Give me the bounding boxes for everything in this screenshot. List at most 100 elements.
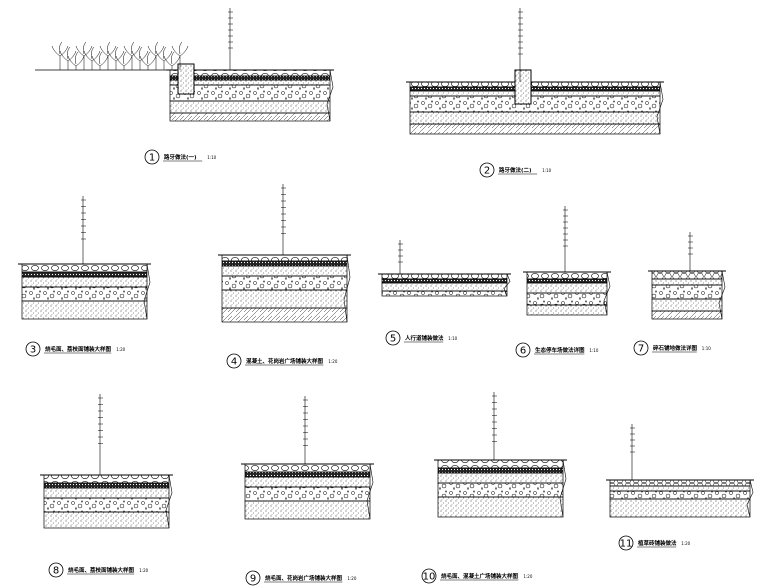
section-layer — [651, 310, 723, 320]
break-line — [503, 273, 511, 297]
detail-scale: 1:20 — [681, 541, 690, 546]
detail-scale: 1:10 — [589, 348, 598, 353]
detail-title: 植草砖铺装做法 — [637, 539, 677, 547]
section-layer — [21, 271, 148, 278]
break-line — [656, 81, 664, 135]
section-layer — [437, 496, 564, 518]
detail-number-circle — [618, 535, 634, 551]
planting-bed — [35, 41, 189, 71]
section-layer — [244, 476, 371, 488]
detail-11: 11 植草砖铺装做法 1:20 — [606, 424, 754, 551]
detail-number: 10 — [423, 572, 436, 583]
section-layer — [21, 263, 148, 273]
detail-6: 6 生态停车场做法详图 1:10 — [515, 206, 611, 358]
detail-number-circle — [515, 342, 531, 358]
section-layer — [409, 123, 661, 135]
section-layer — [221, 307, 348, 323]
detail-scale: 1:20 — [139, 568, 148, 573]
detail-number-circle — [421, 568, 437, 584]
break-line — [143, 263, 151, 320]
detail-number: 11 — [620, 539, 633, 550]
detail-number-circle — [385, 330, 401, 346]
detail-scale: 1:20 — [328, 359, 337, 364]
section-layer — [409, 95, 661, 113]
section-layer — [244, 500, 371, 520]
detail-number-circle — [633, 340, 649, 356]
detail-scale: 1:10 — [207, 155, 216, 160]
section-layer — [43, 474, 170, 484]
detail-number-circle — [479, 162, 495, 178]
section-layer — [409, 90, 661, 97]
break-line — [165, 474, 173, 529]
section-layer — [21, 276, 148, 288]
detail-title: 烧毛面、荔枝面铺装大样图 — [45, 345, 112, 353]
section-layer — [221, 289, 348, 309]
detail-title: 烧毛面、花岗岩广场铺装大样图 — [265, 574, 343, 582]
section-layer — [526, 282, 608, 294]
section-layer — [609, 485, 751, 492]
break-line — [718, 270, 726, 320]
detail-title: 路牙做法(二) — [499, 166, 532, 174]
section-layer — [651, 298, 723, 312]
detail-number: 1 — [149, 153, 155, 164]
break-line — [366, 463, 374, 520]
section-layer — [526, 304, 608, 316]
section-layer — [651, 284, 723, 300]
detail-title: 人行道铺装做法 — [405, 334, 444, 342]
section-layer — [409, 81, 661, 88]
section-layer — [437, 482, 564, 498]
section-layer — [651, 278, 723, 286]
curb-hatch — [515, 70, 531, 104]
section-layer — [43, 487, 170, 499]
detail-number: 3 — [30, 345, 36, 356]
section-layer — [526, 292, 608, 306]
section-layer — [244, 486, 371, 502]
detail-number-circle — [48, 562, 64, 578]
detail-5: 5 人行道铺装做法 1:10 — [378, 240, 511, 346]
detail-number-circle — [25, 341, 41, 357]
break-line — [559, 459, 567, 518]
section-layer — [526, 278, 608, 284]
detail-title: 烧毛面、荔枝面铺装大样图 — [68, 566, 135, 574]
section-layer — [381, 278, 508, 284]
section-layer — [43, 482, 170, 489]
detail-title: 碎石铺地做法详图 — [653, 344, 698, 352]
detail-number: 8 — [53, 566, 59, 577]
detail-number-circle — [245, 570, 261, 586]
curb-hatch — [178, 64, 194, 94]
section-layer — [437, 467, 564, 474]
detail-number: 5 — [390, 334, 396, 345]
section-layer — [244, 463, 371, 473]
detail-scale: 1:20 — [347, 576, 356, 581]
detail-number: 7 — [638, 344, 644, 355]
section-layer — [409, 111, 661, 125]
section-layer — [169, 100, 331, 114]
detail-title: 生态停车场做法详图 — [535, 346, 585, 354]
detail-scale: 1:20 — [116, 347, 125, 352]
section-layer — [381, 290, 508, 297]
section-layer — [21, 286, 148, 302]
section-layer — [609, 490, 751, 500]
section-layer — [437, 472, 564, 484]
section-layer — [381, 273, 508, 280]
detail-8: 8 烧毛面、荔枝面铺装大样图 1:20 — [40, 394, 173, 578]
detail-scale: 1:10 — [448, 336, 457, 341]
section-layer — [651, 270, 723, 280]
detail-number-circle — [226, 353, 242, 369]
section-layer — [43, 497, 170, 513]
section-layer — [437, 459, 564, 469]
section-layer — [221, 275, 348, 291]
section-layer — [609, 479, 751, 487]
break-line — [603, 271, 611, 316]
section-layer — [244, 471, 371, 478]
detail-number: 6 — [520, 346, 526, 357]
section-layer — [221, 265, 348, 277]
detail-title: 烧毛面、混凝土广场铺装大样图 — [441, 572, 519, 580]
detail-number-circle — [144, 149, 160, 165]
section-layer — [609, 498, 751, 518]
section-layer — [221, 260, 348, 267]
